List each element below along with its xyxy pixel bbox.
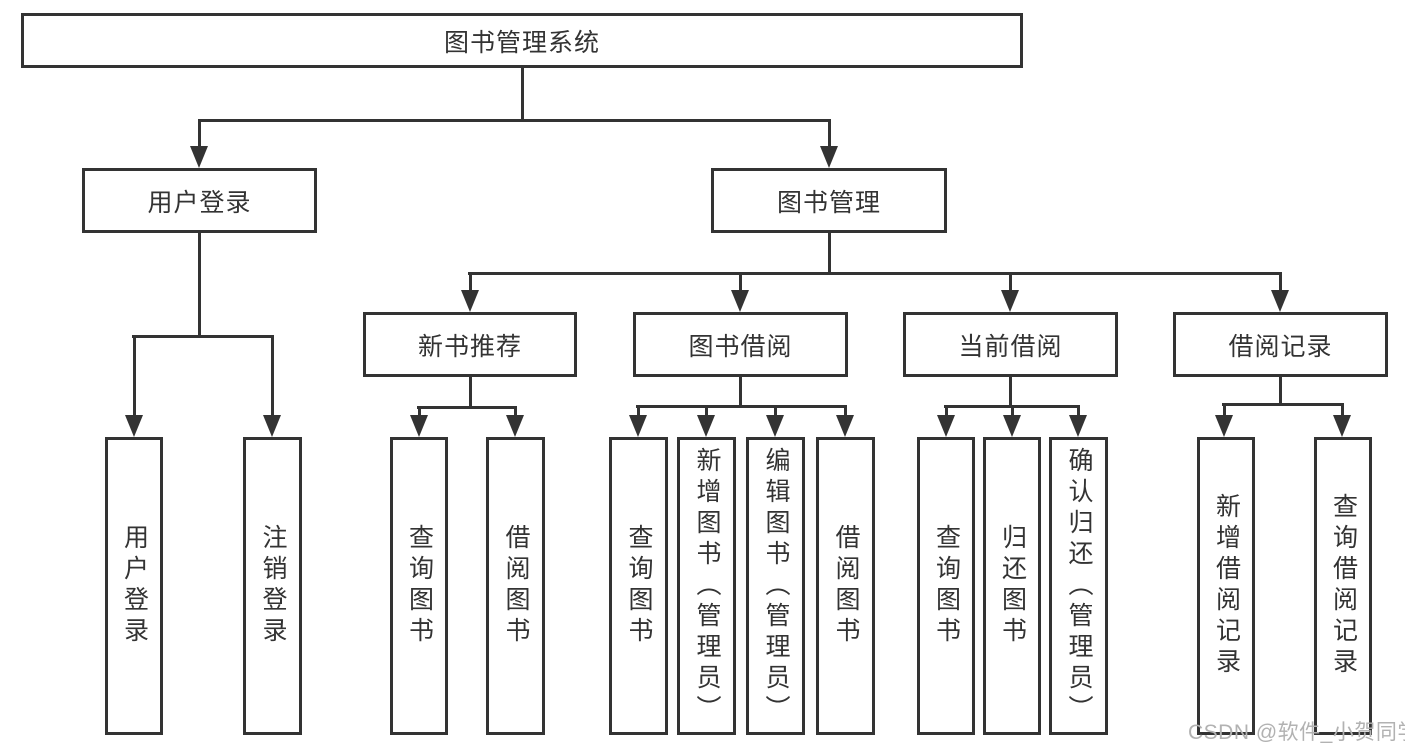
leaf-br-query-record: 查询借阅记录 [1314,437,1372,735]
node-new-book-recommend: 新书推荐 [363,312,577,377]
arrow-down-icon [731,290,749,312]
leaf-cb-return-books: 归还图书 [983,437,1041,735]
node-library-system: 图书管理系统 [21,13,1023,68]
leaf-logout: 注销登录 [243,437,302,735]
leaf-label: 借阅图书 [832,524,860,648]
connector-user-login-rail [132,335,273,338]
node-label: 当前借阅 [958,332,1063,361]
arrow-down-icon [820,146,838,168]
connector-bb-stem [739,377,742,405]
node-label: 图书管理系统 [443,28,600,57]
connector-arrow-stem [844,405,847,417]
connector-arrow-stem [1223,403,1226,417]
node-label: 图书管理 [776,188,881,217]
arrow-down-icon [629,415,647,437]
connector-arrow-stem [1077,405,1080,417]
arrow-down-icon [836,415,854,437]
leaf-bb-edit-books-admin: 编辑图书（管理员） [746,437,805,735]
connector-arrow-stem [1009,272,1012,292]
leaf-label: 归还图书 [998,524,1027,648]
connector-arrow-stem [514,406,517,417]
leaf-label: 注销登录 [259,524,287,648]
node-label: 借阅记录 [1228,332,1333,361]
connector-arrow-stem [198,119,201,148]
arrow-down-icon [125,415,143,437]
connector-book-mgmt-stem [828,233,831,272]
connector-level3-rail [468,272,1281,275]
arrow-down-icon [937,415,955,437]
connector-arrow-stem [637,405,640,417]
connector-arrow-stem [945,405,948,417]
arrow-down-icon [1069,415,1087,437]
leaf-label: 查询图书 [405,524,434,648]
node-user-login: 用户登录 [82,168,317,233]
connector-br-rail [1222,403,1344,406]
connector-user-login-stem [198,233,201,335]
arrow-down-icon [410,415,428,437]
connector-arrow-stem [774,405,777,417]
leaf-user-login: 用户登录 [105,437,163,735]
connector-arrow-stem [418,406,421,417]
leaf-cb-query-books: 查询图书 [917,437,975,735]
connector-br-stem [1279,377,1282,403]
arrow-down-icon [1215,415,1233,437]
leaf-label: 编辑图书（管理员） [762,446,790,726]
leaf-label: 新增图书（管理员） [693,446,721,726]
node-label: 用户登录 [147,188,252,217]
leaf-label: 新增借阅记录 [1212,493,1241,679]
arrow-down-icon [697,415,715,437]
connector-arrow-stem [133,335,136,415]
leaf-nb-query-books: 查询图书 [390,437,448,735]
leaf-label: 确认归还（管理员） [1065,446,1093,726]
leaf-label: 查询借阅记录 [1329,493,1358,679]
node-book-management: 图书管理 [711,168,947,233]
connector-nb-stem [469,377,472,406]
leaf-label: 查询图书 [932,524,961,648]
node-label: 新书推荐 [417,332,522,361]
leaf-bb-query-books: 查询图书 [609,437,668,735]
arrow-down-icon [461,290,479,312]
connector-level1-rail [198,119,831,122]
leaf-bb-borrow-books: 借阅图书 [816,437,875,735]
connector-bb-rail [636,405,846,408]
connector-root-stem [521,68,524,119]
connector-arrow-stem [1011,405,1014,417]
leaf-label: 借阅图书 [502,524,530,648]
connector-arrow-stem [828,119,831,148]
arrow-down-icon [1271,290,1289,312]
leaf-nb-borrow-books: 借阅图书 [486,437,545,735]
node-book-borrow: 图书借阅 [633,312,848,377]
leaf-bb-add-books-admin: 新增图书（管理员） [677,437,736,735]
connector-arrow-stem [705,405,708,417]
node-label: 图书借阅 [688,332,793,361]
arrow-down-icon [1333,415,1351,437]
leaf-label: 用户登录 [120,524,149,648]
node-current-borrow: 当前借阅 [903,312,1118,377]
connector-nb-rail [417,406,516,409]
arrow-down-icon [190,146,208,168]
csdn-watermark: CSDN @软件_小贺同学 [1188,721,1405,744]
connector-arrow-stem [469,272,472,292]
connector-arrow-stem [1341,403,1344,417]
arrow-down-icon [506,415,524,437]
arrow-down-icon [1001,290,1019,312]
arrow-down-icon [263,415,281,437]
connector-cb-stem [1009,377,1012,405]
node-borrow-records: 借阅记录 [1173,312,1388,377]
connector-arrow-stem [1279,272,1282,292]
connector-arrow-stem [739,272,742,292]
arrow-down-icon [766,415,784,437]
arrow-down-icon [1003,415,1021,437]
leaf-label: 查询图书 [625,524,653,648]
leaf-cb-confirm-return-admin: 确认归还（管理员） [1049,437,1108,735]
leaf-br-add-record: 新增借阅记录 [1197,437,1255,735]
connector-arrow-stem [271,335,274,415]
